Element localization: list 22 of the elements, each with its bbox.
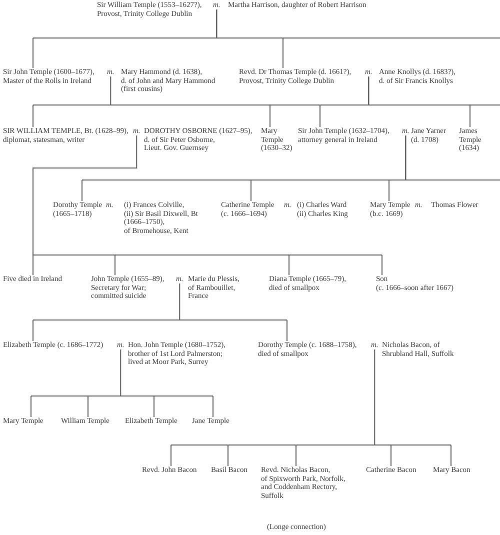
descent-line — [450, 444, 452, 466]
descent-line — [32, 38, 34, 68]
descent-line — [170, 444, 172, 466]
descent-line — [216, 9, 500, 38]
descent-line — [32, 254, 34, 276]
descent-line — [30, 349, 214, 396]
descent-line — [250, 180, 252, 202]
descent-line — [32, 104, 34, 128]
descent-line — [32, 283, 288, 320]
descent-line — [114, 254, 116, 276]
descent-line — [170, 349, 452, 446]
descent-line — [390, 444, 392, 466]
descent-line — [288, 254, 290, 276]
descent-line — [282, 38, 284, 68]
descent-line — [388, 180, 390, 202]
descent-line — [368, 76, 500, 106]
descent-line — [30, 396, 32, 418]
descent-line — [212, 396, 214, 418]
descent-line — [286, 320, 288, 342]
descent-line — [32, 320, 34, 342]
descent-line — [32, 135, 382, 256]
descent-line — [405, 135, 500, 180]
